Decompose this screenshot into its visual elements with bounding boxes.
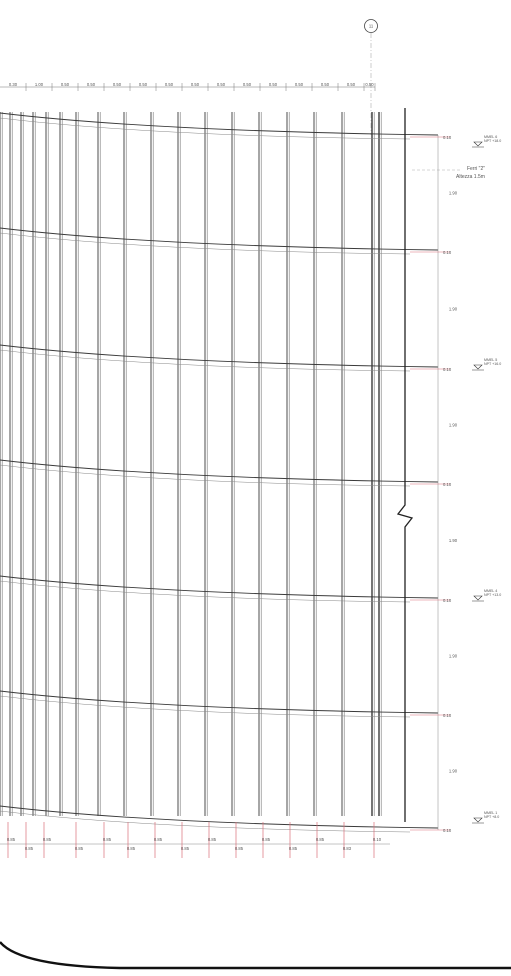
level-name: MMEL 5 <box>484 358 497 362</box>
top-dimension-label: 0.50 <box>61 82 70 87</box>
horizontal-curve <box>0 112 439 136</box>
bottom-dimension-label: 0.85 <box>127 846 136 851</box>
note-line-1: Ferri "2" <box>467 166 485 172</box>
level-triangle-icon <box>473 817 483 823</box>
bottom-dimension-label: 0.85 <box>181 846 190 851</box>
horizontal-curve <box>0 690 439 714</box>
right-offset-label: 0.10 <box>443 135 452 140</box>
grid-axis: 11 <box>364 19 378 135</box>
right-offset-label: 0.10 <box>443 482 452 487</box>
level-triangle-icon <box>473 595 483 601</box>
top-dimension-label: 0.50 <box>165 82 174 87</box>
bottom-dimension-label: 0.85 <box>316 837 325 842</box>
right-spacing-label: 1.90 <box>449 423 458 428</box>
bottom-dimension-chain: 0.85 0.85 0.85 0.85 0.85 0.85 0.85 0.85 0.85 0.85… <box>0 822 390 858</box>
top-dimension-label: 0.50 <box>347 82 356 87</box>
bottom-dimension-label: 0.85 <box>103 837 112 842</box>
bottom-dimension-label: 0.85 <box>208 837 217 842</box>
right-offset-label: 0.10 <box>443 598 452 603</box>
bottom-dimension-label: 0.85 <box>43 837 52 842</box>
level-name: MMEL 4 <box>484 589 497 593</box>
horizontal-curve-edge <box>0 232 411 255</box>
bottom-dimension-label: 0.85 <box>235 846 244 851</box>
horizontal-curve <box>0 805 439 829</box>
right-offset-label: 0.10 <box>443 828 452 833</box>
horizontal-curve <box>0 575 439 599</box>
top-dimension-label: 1.00 <box>35 82 44 87</box>
level-value: NPT +18.0 <box>484 139 501 143</box>
top-dimension-label: 0.50 <box>269 82 278 87</box>
horizontal-curve-edge <box>0 695 411 718</box>
level-name: MMEL 6 <box>484 135 497 139</box>
right-spacing-label: 1.90 <box>449 769 458 774</box>
right-spacing-label: 1.90 <box>449 654 458 659</box>
level-value: NPT +13.0 <box>484 593 501 597</box>
horizontal-curve-edge <box>0 580 411 603</box>
foundation-curve <box>0 941 511 970</box>
top-dimension-label: 0.50 <box>139 82 148 87</box>
top-dimension-label: 0.50 <box>113 82 122 87</box>
right-spacing-label: 1.90 <box>449 307 458 312</box>
right-offset-label: 0.10 <box>443 367 452 372</box>
top-dimension-label: 0.50 <box>243 82 252 87</box>
bottom-dimension-label: 0.85 <box>154 837 163 842</box>
horizontal-curve-edge <box>0 810 411 833</box>
level-triangle-icon <box>473 141 483 147</box>
horizontal-curve-edge <box>0 117 411 140</box>
horizontal-curve <box>0 344 439 368</box>
top-dimension-label: 0.50 <box>295 82 304 87</box>
break-line <box>396 108 414 822</box>
level-triangle-icon <box>473 364 483 370</box>
right-offset-label: 0.10 <box>443 250 452 255</box>
bottom-dimension-label: 0.85 <box>75 846 84 851</box>
right-spacing-label: 1.90 <box>449 191 458 196</box>
rebar-note: Ferri "2" Altezza 1.5m <box>412 166 485 180</box>
top-dimension-label: 0.50 <box>191 82 200 87</box>
top-dimension-label: 0.50 <box>87 82 96 87</box>
top-dimension-label: 0.30 <box>9 82 18 87</box>
level-value: NPT +8.0 <box>484 815 499 819</box>
right-spacing-label: 1.90 <box>449 538 458 543</box>
bottom-dimension-label: 0.83 <box>343 846 352 851</box>
bottom-dimension-label: 0.85 <box>262 837 271 842</box>
vertical-bars <box>0 112 382 816</box>
level-name: MMEL 1 <box>484 811 497 815</box>
top-dimension-label: 0.50 <box>217 82 226 87</box>
right-offset-label: 0.10 <box>443 713 452 718</box>
bottom-dimension-label: 0.85 <box>25 846 34 851</box>
bottom-dimension-label: 0.85 <box>289 846 298 851</box>
note-line-2: Altezza 1.5m <box>456 174 485 180</box>
horizontal-curve <box>0 459 439 483</box>
grid-marker-circle <box>364 19 378 33</box>
horizontal-curves <box>0 112 439 833</box>
level-value: NPT +16.0 <box>484 362 501 366</box>
bottom-dimension-label: 0.10 <box>373 837 382 842</box>
grid-marker-label: 11 <box>369 24 374 29</box>
horizontal-curve <box>0 227 439 251</box>
horizontal-curve-edge <box>0 349 411 372</box>
top-dimension-chain: 0.30 1.00 0.50 0.50 0.50 0.50 0.50 0.50 0.50 0.50… <box>0 82 376 91</box>
top-dimension-label: 0.50 <box>321 82 330 87</box>
bottom-dimension-label: 0.85 <box>7 837 16 842</box>
horizontal-curve-edge <box>0 464 411 487</box>
right-dimension-chain: 0.10 0.10 0.10 0.10 0.10 0.10 0.10 1.90 1.90 1.90… <box>396 108 458 833</box>
top-dimension-label: 0.50 <box>365 82 374 87</box>
